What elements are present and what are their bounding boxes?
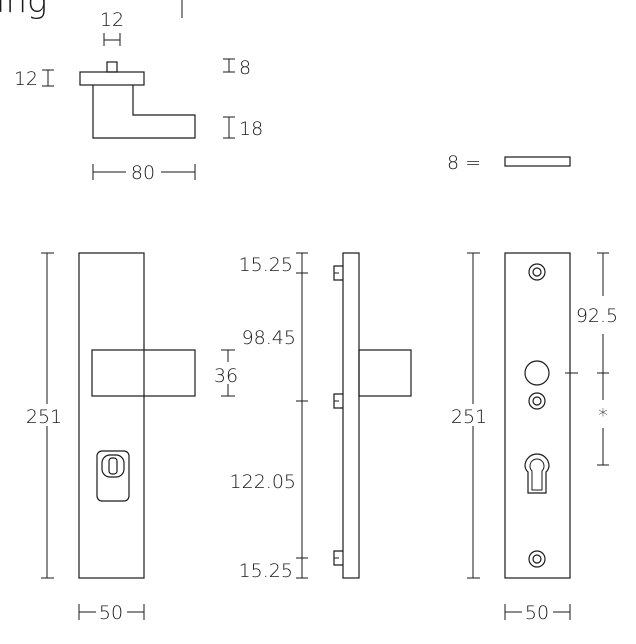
thumbturn-escutcheon <box>96 450 130 502</box>
spindle-hole <box>524 360 550 386</box>
dim-side-upper: 98.45 <box>242 327 296 349</box>
handle-lever <box>92 85 196 139</box>
dim-side-bottom: 15.25 <box>239 560 293 582</box>
dim-top-width: 12 <box>100 9 124 31</box>
cylinder-cutout <box>524 453 550 494</box>
front-lever <box>91 349 196 397</box>
plate-side-view: 15.25 98.45 122.05 15.25 <box>230 252 412 582</box>
dim-back-height: 251 <box>451 406 487 428</box>
dim-side-lower: 122.05 <box>230 471 296 493</box>
dim-lever-thickness: 8 <box>239 57 251 79</box>
drawing-title-fragment: ing <box>0 0 47 21</box>
screw-hole-top <box>528 263 546 281</box>
front-plate <box>78 252 145 579</box>
dim-front-width: 50 <box>99 602 123 624</box>
dim-back-width: 50 <box>525 602 549 624</box>
dim-rose-thickness: 8 = <box>447 152 481 174</box>
plate-front-view: 251 36 50 <box>26 252 238 624</box>
dim-grip-height: 18 <box>239 118 263 140</box>
rose-thickness-view: 8 = <box>447 152 571 174</box>
handle-top-view: 12 12 8 18 80 <box>14 9 263 184</box>
dim-projection: 80 <box>131 162 155 184</box>
plate-back-view: 251 92.5 * 50 <box>451 252 618 624</box>
dim-front-height: 251 <box>26 406 62 428</box>
side-lever <box>358 349 412 397</box>
screw-hole-bottom <box>528 550 546 568</box>
rose-section <box>504 156 571 167</box>
handle-stem <box>106 61 118 73</box>
dim-cylinder-distance: * <box>598 405 608 427</box>
dim-spindle-distance: 92.5 <box>576 305 618 327</box>
thumbturn-knob <box>101 454 125 478</box>
dim-rose-height: 12 <box>14 68 38 90</box>
screw-hole-middle <box>528 392 546 410</box>
thumbturn-slot <box>108 457 118 475</box>
side-plate <box>342 252 360 579</box>
dim-lever-height: 36 <box>214 365 238 387</box>
dim-side-top: 15.25 <box>239 254 293 276</box>
handle-rose <box>79 71 145 86</box>
back-plate <box>504 252 571 579</box>
